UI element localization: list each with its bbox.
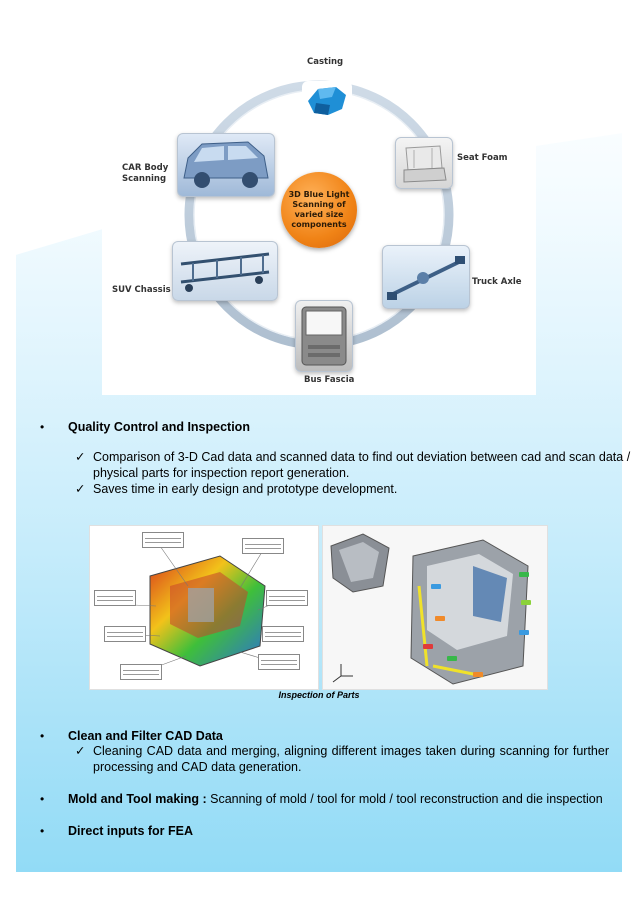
label-truck-axle: Truck Axle [472, 277, 522, 287]
center-badge: 3D Blue Light Scanning of varied size co… [281, 172, 357, 248]
clean-point-1-text: Cleaning CAD data and merging, aligning … [93, 744, 609, 758]
label-suv-chassis: SUV Chassis [112, 285, 171, 295]
bullet-marker: • [40, 824, 45, 838]
gray-part-deviation-icon [330, 533, 529, 685]
color-deviation-map-icon [109, 545, 290, 671]
quality-point-1-cont-text: physical parts for inspection report gen… [93, 466, 350, 480]
car-body-thumbnail [177, 133, 275, 197]
measure-tag [242, 538, 284, 554]
inspection-image-left [89, 525, 319, 690]
bullet-marker: • [40, 420, 45, 434]
casting-thumbnail [302, 81, 352, 121]
bullet-marker: • [40, 792, 45, 806]
heading-fea: Direct inputs for FEA [68, 824, 194, 838]
seat-foam-thumbnail [395, 137, 453, 189]
suv-chassis-icon [180, 252, 270, 292]
inspection-image-right [322, 525, 548, 690]
bullet-marker: • [40, 729, 45, 743]
measure-tag [120, 664, 162, 680]
suv-chassis-thumbnail [172, 241, 278, 301]
seat-foam-icon [403, 145, 447, 183]
label-bus-fascia: Bus Fascia [304, 375, 355, 385]
bus-fascia-thumbnail [295, 300, 353, 372]
measure-tag [258, 654, 300, 670]
truck-axle-thumbnail [382, 245, 470, 309]
label-car-body: CAR Body Scanning [122, 163, 169, 184]
heading-clean: Clean and Filter CAD Data [68, 729, 223, 743]
deviation-marker [435, 616, 445, 621]
measure-tag [142, 532, 184, 548]
truck-axle-icon [387, 256, 465, 300]
measure-tag [104, 626, 146, 642]
center-badge-label: 3D Blue Light Scanning of varied size co… [288, 190, 350, 229]
measure-tag [94, 590, 136, 606]
deviation-marker [519, 572, 529, 577]
deviation-marker [473, 672, 483, 677]
quality-point-2-text: Saves time in early design and prototype… [93, 482, 398, 496]
label-casting: Casting [307, 57, 344, 67]
heading-mold: Mold and Tool making : [68, 792, 207, 806]
heading-quality: Quality Control and Inspection [68, 420, 250, 434]
label-seat-foam: Seat Foam [457, 153, 508, 163]
mold-line: Mold and Tool making : Scanning of mold … [68, 791, 603, 808]
deviation-marker [431, 584, 441, 589]
casting-icon [308, 87, 346, 115]
check-icon: ✓ [75, 482, 86, 496]
deviation-marker [521, 600, 531, 605]
car-body-icon [183, 141, 269, 188]
check-icon: ✓ [75, 450, 86, 464]
measure-tag [262, 626, 304, 642]
measure-tag [266, 590, 308, 606]
scanning-diagram: 3D Blue Light Scanning of varied size co… [102, 45, 536, 395]
deviation-marker [447, 656, 457, 661]
deviation-marker [423, 644, 433, 649]
clean-point-1-cont-text: processing and CAD data generation. [93, 760, 302, 774]
quality-point-1-text: Comparison of 3-D Cad data and scanned d… [93, 450, 631, 464]
figure-caption: Inspection of Parts [278, 690, 360, 700]
check-icon: ✓ [75, 744, 86, 758]
deviation-marker [519, 630, 529, 635]
bus-fascia-icon [301, 306, 347, 366]
mold-text: Scanning of mold / tool for mold / tool … [206, 792, 603, 806]
